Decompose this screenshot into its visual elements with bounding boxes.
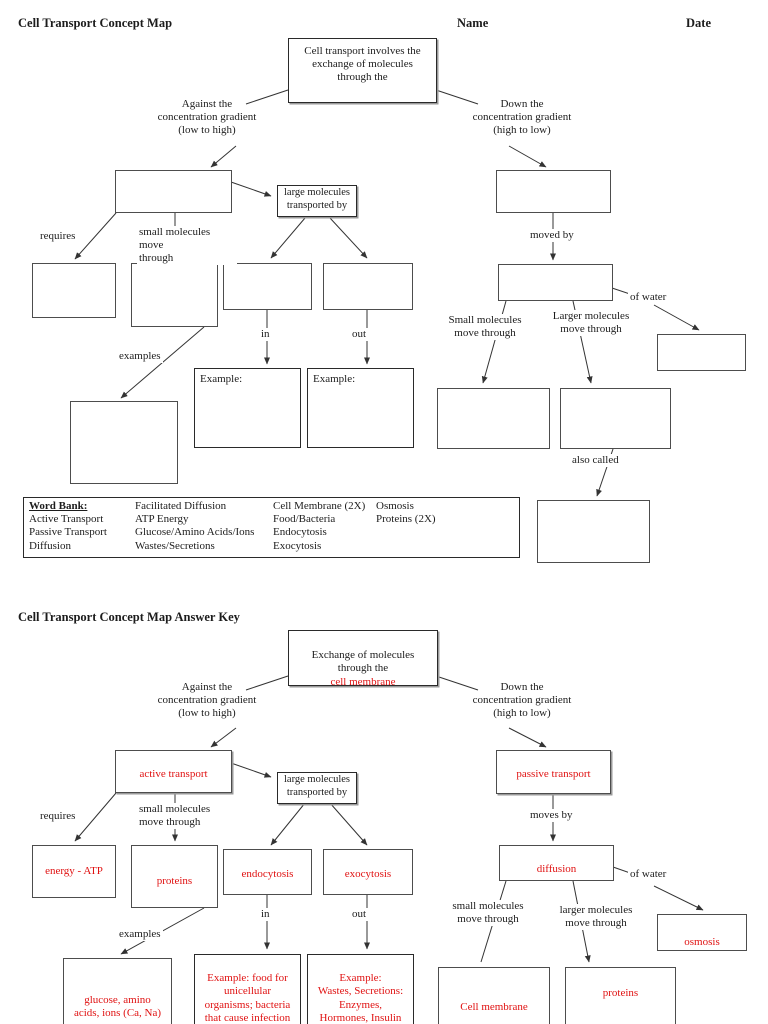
blank-box-energy bbox=[32, 263, 116, 318]
requires-label-key: requires bbox=[38, 810, 78, 823]
large-molecules-box: large molecules transported by bbox=[277, 185, 357, 217]
word-bank-col1: Word Bank: Active Transport Passive Tran… bbox=[29, 500, 107, 552]
examples-label: examples bbox=[117, 350, 163, 363]
small-molecules-right-label-key: small molecules move through bbox=[438, 900, 538, 926]
requires-label: requires bbox=[38, 230, 78, 243]
large-molecules-box-key: large molecules transported by bbox=[277, 772, 357, 804]
blank-box-proteins-right bbox=[560, 388, 671, 449]
answer-box-diffusion: diffusion bbox=[499, 845, 614, 881]
examples-label-key: examples bbox=[117, 928, 163, 941]
answer-box-passive-transport: passive transport bbox=[496, 750, 611, 794]
word-bank-col2: Facilitated Diffusion ATP Energy Glucose… bbox=[135, 500, 255, 552]
in-label-key: in bbox=[259, 908, 272, 921]
answer-box-osmosis: osmosis bbox=[657, 914, 747, 951]
of-water-label-key: of water bbox=[628, 868, 669, 881]
answer-box-proteins-right: proteins bbox=[565, 967, 676, 1024]
blank-box-passive-transport bbox=[496, 170, 611, 213]
blank-box-diffusion bbox=[498, 264, 613, 301]
blank-box-osmosis bbox=[657, 334, 746, 371]
word-bank-col4: Osmosis Proteins (2X) bbox=[376, 500, 436, 526]
root-answer: cell membrane bbox=[330, 675, 396, 688]
also-called-label: also called bbox=[570, 454, 621, 467]
small-molecules-right-label: Small molecules move through bbox=[433, 314, 537, 340]
answer-box-example-out: Example: Wastes, Secretions: Enzymes, Ho… bbox=[307, 954, 414, 1024]
down-gradient-label: Down the concentration gradient (high to… bbox=[472, 98, 572, 136]
moves-by-label-key: moves by bbox=[528, 809, 575, 822]
example-in-box-blank: Example: bbox=[194, 368, 301, 448]
root-box-key: Exchange of molecules through the cell m… bbox=[288, 630, 438, 688]
word-bank-box bbox=[23, 497, 520, 558]
larger-molecules-right-label: Larger molecules move through bbox=[538, 310, 644, 336]
example-out-box-blank: Example: bbox=[307, 368, 414, 448]
blank-box-also-called bbox=[537, 500, 650, 563]
in-label: in bbox=[259, 328, 272, 341]
small-molecules-label-key: small molecules move through bbox=[137, 803, 227, 829]
down-gradient-label-key: Down the concentration gradient (high to… bbox=[472, 681, 572, 719]
blank-box-endocytosis bbox=[223, 263, 312, 310]
answer-box-glucose: glucose, amino acids, ions (Ca, Na) bbox=[63, 958, 172, 1024]
out-label-key: out bbox=[350, 908, 369, 921]
word-bank-title: Word Bank: bbox=[29, 500, 88, 512]
root-box-blank: Cell transport involves the exchange of … bbox=[288, 38, 437, 103]
answer-box-exocytosis: exocytosis bbox=[323, 849, 413, 895]
blank-box-cell-membrane bbox=[437, 388, 550, 449]
blank-box-examples bbox=[70, 401, 178, 484]
small-molecules-label: small molecules move through bbox=[137, 226, 237, 265]
larger-molecules-right-label-key: larger molecules move through bbox=[545, 904, 647, 930]
blank-box-proteins-left bbox=[131, 263, 218, 327]
of-water-label: of water bbox=[628, 291, 669, 304]
word-bank-col3: Cell Membrane (2X) Food/Bacteria Endocyt… bbox=[273, 500, 366, 552]
blank-box-active-transport bbox=[115, 170, 232, 213]
answer-box-endocytosis: endocytosis bbox=[223, 849, 312, 895]
name-label: Name bbox=[457, 16, 489, 30]
against-gradient-label-key: Against the concentration gradient (low … bbox=[157, 681, 257, 719]
moved-by-label: moved by bbox=[528, 229, 576, 242]
answer-box-cell-membrane: Cell membrane bbox=[438, 967, 550, 1024]
blank-box-exocytosis bbox=[323, 263, 413, 310]
answer-box-proteins-left: proteins bbox=[131, 845, 218, 908]
answer-key-title: Cell Transport Concept Map Answer Key bbox=[18, 610, 240, 624]
answer-box-active-transport: active transport bbox=[115, 750, 232, 793]
out-label: out bbox=[350, 328, 369, 341]
page-title: Cell Transport Concept Map bbox=[18, 16, 173, 30]
answer-box-example-in: Example: food for unicellular organisms;… bbox=[194, 954, 301, 1024]
answer-box-energy: energy - ATP bbox=[32, 845, 116, 898]
date-label: Date bbox=[686, 16, 711, 30]
against-gradient-label: Against the concentration gradient (low … bbox=[157, 98, 257, 136]
